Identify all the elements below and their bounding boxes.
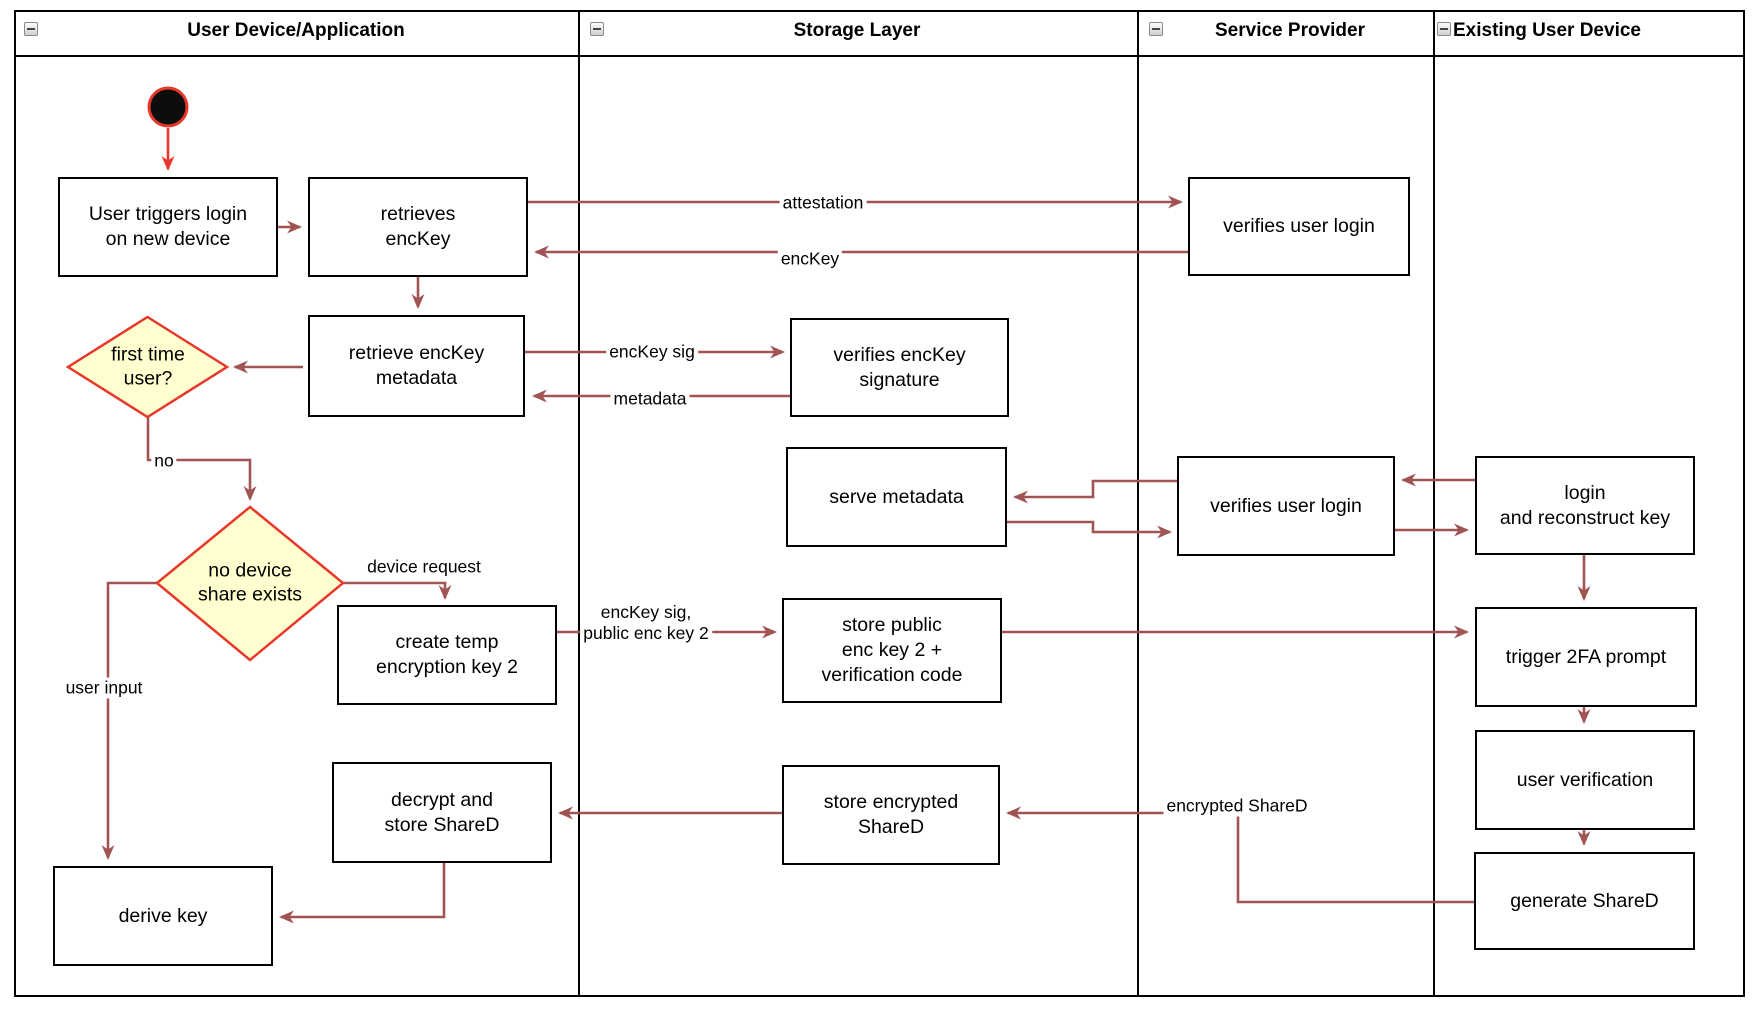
edge-verifies-to-serve-metadata [1013, 479, 1177, 504]
header-divider [14, 55, 1745, 57]
lane-title-existing-user-device: Existing User Device [1453, 20, 1641, 41]
start-node[interactable] [147, 86, 189, 128]
activity-store-public-key2[interactable]: store public enc key 2 + verification co… [782, 598, 1002, 703]
activity-user-triggers-login[interactable]: User triggers login on new device [58, 177, 278, 277]
collapse-icon-user-device[interactable] [24, 22, 38, 36]
lane-divider-2 [1137, 10, 1139, 997]
edge-label-encrypted-shared: encrypted ShareD [1163, 795, 1311, 817]
edge-label-enckey-sig-pub2: encKey sig, public enc key 2 [580, 602, 712, 644]
activity-user-verification[interactable]: user verification [1475, 730, 1695, 830]
activity-trigger-2fa-prompt[interactable]: trigger 2FA prompt [1475, 607, 1697, 707]
collapse-icon-storage-layer[interactable] [590, 22, 604, 36]
edge-decrypt-to-derive [279, 863, 446, 924]
edge-label-attestation: attestation [779, 192, 867, 214]
lane-title-service-provider: Service Provider [1215, 20, 1365, 41]
edge-device-request [343, 581, 452, 600]
activity-store-encrypted-shared[interactable]: store encrypted ShareD [782, 765, 1000, 865]
collapse-icon-service-provider[interactable] [1149, 22, 1163, 36]
edge-label-user-input: user input [62, 677, 146, 699]
lane-title-storage-layer: Storage Layer [793, 20, 921, 41]
edge-user-input [101, 581, 157, 860]
activity-retrieves-enckey[interactable]: retrieves encKey [308, 177, 528, 277]
edge-label-enckey-sig: encKey sig [606, 341, 698, 363]
activity-verifies-user-login-top[interactable]: verifies user login [1188, 177, 1410, 276]
decision-first-time-user[interactable] [65, 315, 230, 419]
lane-title-user-device: User Device/Application [187, 20, 405, 41]
activity-generate-shared[interactable]: generate ShareD [1474, 852, 1695, 950]
lane-divider-1 [578, 10, 580, 997]
activity-derive-key[interactable]: derive key [53, 866, 273, 966]
activity-login-reconstruct-key[interactable]: login and reconstruct key [1475, 456, 1695, 555]
edge-no-branch [146, 417, 257, 501]
edge-label-device-request: device request [364, 556, 484, 578]
collapse-icon-existing-user-device[interactable] [1437, 22, 1451, 36]
activity-retrieve-enckey-metadata[interactable]: retrieve encKey metadata [308, 315, 525, 417]
edge-label-enckey: encKey [777, 248, 843, 270]
decision-label-no-device-share: no device share exists [197, 559, 303, 606]
edge-serve-metadata-to-verifies [1007, 520, 1172, 539]
activity-verifies-enckey-signature[interactable]: verifies encKey signature [790, 318, 1009, 417]
edge-label-metadata: metadata [610, 388, 690, 410]
activity-decrypt-store-shared[interactable]: decrypt and store ShareD [332, 762, 552, 863]
lane-divider-3 [1433, 10, 1435, 997]
edge-encrypted-shared [1006, 806, 1474, 904]
decision-label-first-time-user: first time user? [111, 343, 185, 390]
edge-label-no: no [151, 450, 177, 472]
activity-verifies-user-login-mid[interactable]: verifies user login [1177, 456, 1395, 556]
activity-serve-metadata[interactable]: serve metadata [786, 447, 1007, 547]
decision-no-device-share[interactable] [155, 505, 345, 662]
activity-create-temp-key2[interactable]: create temp encryption key 2 [337, 605, 557, 705]
